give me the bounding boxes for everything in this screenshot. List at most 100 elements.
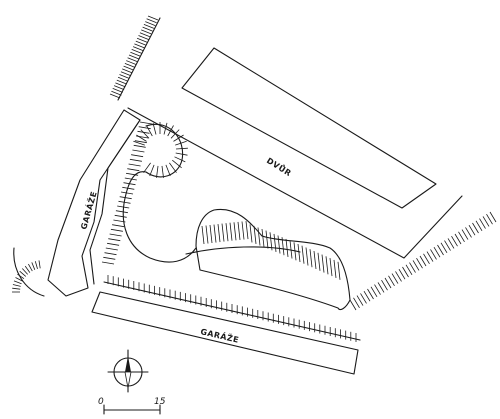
hachure-mound <box>257 227 261 246</box>
hachure-right <box>416 257 423 269</box>
hachure-right <box>430 249 437 260</box>
hachure-top-left <box>145 21 156 26</box>
hachure-top-left <box>117 76 129 82</box>
courtyard-outline <box>181 47 437 209</box>
hachure-left-bank <box>103 256 116 260</box>
hachure-right <box>419 255 427 267</box>
lawn-mound-inner <box>185 246 301 255</box>
hachure-right <box>461 229 469 240</box>
hachure-lower-left <box>19 270 27 277</box>
left-garage-inner <box>89 119 141 285</box>
hachure-mound <box>205 225 209 244</box>
hachure-top-left <box>134 43 145 49</box>
hachure-top-left <box>119 74 130 79</box>
hachure-left-bank <box>115 210 128 214</box>
hachure-left-bank <box>122 186 135 190</box>
hachure-mound <box>265 230 269 249</box>
hachure-left-bank <box>136 135 149 139</box>
hachure-terrace-knob <box>165 164 171 177</box>
hachure-mound <box>229 222 233 241</box>
hachure-mound <box>253 225 257 244</box>
hachure-top-left <box>122 68 133 74</box>
hachure-mound <box>201 225 205 245</box>
hachure-top-left <box>147 15 159 21</box>
hachure-left-bank <box>133 144 146 148</box>
hachure-right <box>454 233 462 245</box>
hachure-lower-left <box>24 265 31 273</box>
hachure-lower-left <box>12 284 21 287</box>
hachure-lower-left <box>12 287 21 290</box>
hachure-left-bank <box>120 191 134 195</box>
hachure-left-bank <box>137 130 150 134</box>
hachure-top-left <box>139 32 151 38</box>
hachure-right <box>377 282 385 293</box>
hachure-mound <box>225 223 229 242</box>
hachure-right <box>447 238 455 249</box>
hachure-top-left <box>143 24 155 29</box>
hachure-lower-left <box>28 263 33 272</box>
hachure-left-bank <box>129 158 142 162</box>
hachure-lower-left <box>34 261 38 270</box>
hachure-mound <box>217 224 221 243</box>
scale-bar: 0 15 <box>98 397 166 415</box>
hachure-lower-left <box>22 268 28 275</box>
hachure-left-bank <box>139 121 153 125</box>
hachure-top-left <box>123 65 134 71</box>
hachure-top-left <box>142 26 153 32</box>
lower-left-wall <box>13 247 45 297</box>
hachure-mound <box>329 258 333 277</box>
hachure-mound <box>241 221 245 240</box>
hachure-right <box>356 295 364 306</box>
hachure-left-bank <box>112 224 125 228</box>
hachure-right <box>468 224 476 236</box>
hachure-right <box>479 218 486 229</box>
hachure-right <box>437 244 444 256</box>
hachure-mound <box>289 240 293 259</box>
hachure-top-left <box>138 35 149 40</box>
hachure-right <box>433 246 441 258</box>
hachure-right <box>363 290 371 302</box>
hachure-mound <box>249 224 253 243</box>
hachure-right <box>398 268 406 280</box>
hachure-mound <box>337 261 341 280</box>
hachure-mound <box>277 235 281 254</box>
hachure-mound <box>305 247 309 266</box>
hachure-top-left <box>109 93 121 99</box>
hachure-lower-left <box>31 262 36 270</box>
hachure-right <box>353 297 360 309</box>
hachure-top-left <box>128 54 140 60</box>
hachure-left-bank <box>104 252 117 256</box>
hachure-left-bank <box>107 242 120 246</box>
hachure-right <box>402 266 409 278</box>
hachure-right <box>384 277 392 289</box>
hachure-right <box>440 242 448 254</box>
hachure-right <box>370 286 378 298</box>
hachure-terrace-knob <box>175 152 188 156</box>
hachure-mound <box>213 224 217 243</box>
hachure-left-bank <box>114 214 127 218</box>
hachure-lower-left <box>13 280 22 285</box>
hachure-right <box>482 216 490 227</box>
hachure-right <box>451 235 458 247</box>
hachure-right <box>349 299 357 311</box>
hachure-right <box>374 284 381 295</box>
scale-end-label: 15 <box>154 397 166 407</box>
hachure-left-bank <box>127 168 140 172</box>
hachure-right <box>367 288 374 300</box>
hachure-terrace-knob <box>174 156 186 163</box>
hachure-terrace-knob <box>146 125 153 137</box>
hachure-mound <box>313 250 317 270</box>
hachure-right <box>486 213 493 225</box>
hachure-left-bank <box>101 261 115 265</box>
hachure-mound <box>285 238 289 257</box>
hachure-right <box>465 227 472 238</box>
hachure-left-bank <box>134 140 147 144</box>
hachure-terrace-knob <box>133 140 145 146</box>
hachure-top-left <box>135 40 146 46</box>
upper-retaining-wall <box>117 17 161 101</box>
terrace-curve <box>122 123 197 263</box>
hachure-mound <box>233 222 237 241</box>
courtyard-outer-line <box>127 107 463 259</box>
hachure-top-left <box>124 63 136 68</box>
